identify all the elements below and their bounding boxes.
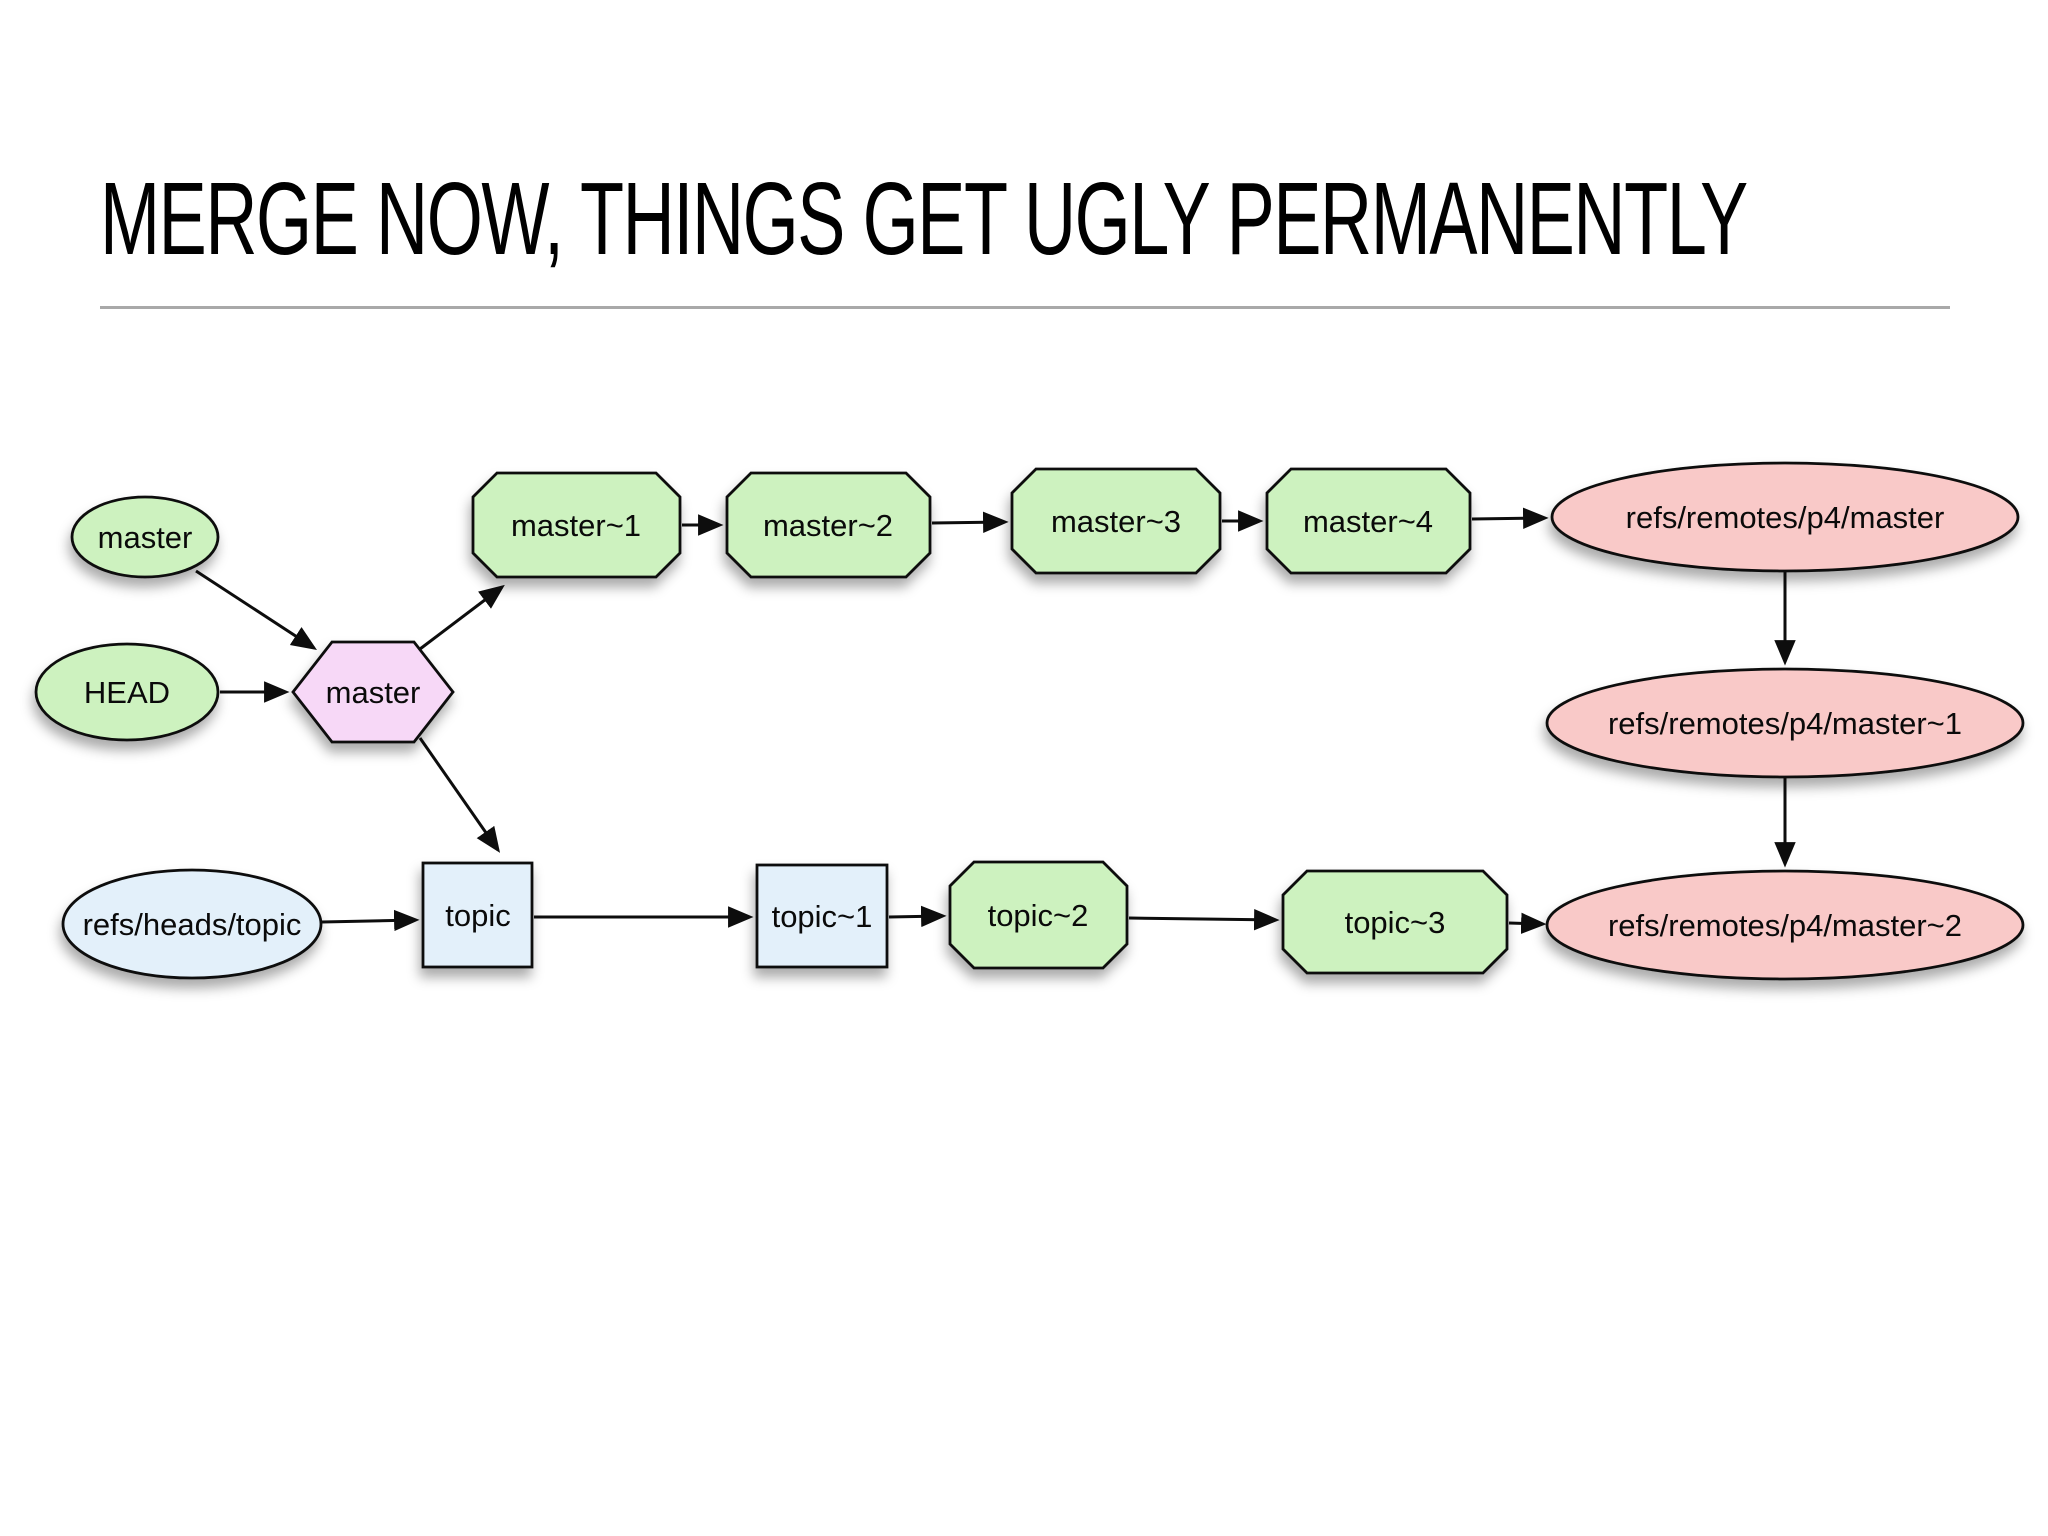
edge-topic-3-to-p4-master-2 <box>1508 912 1547 935</box>
node-master-3: master~3 <box>1010 467 1222 575</box>
node-head-ref: HEAD <box>34 642 220 742</box>
master-3-octagon <box>1010 467 1222 575</box>
node-master-4: master~4 <box>1265 467 1472 575</box>
node-topic-3: topic~3 <box>1281 869 1509 975</box>
edge-master-head-to-master-1 <box>419 584 505 651</box>
edge-topic-1-to-topic-2 <box>888 905 947 928</box>
node-master-2: master~2 <box>725 471 932 579</box>
node-refs-heads-topic: refs/heads/topic <box>61 868 323 980</box>
topic-box <box>421 861 534 969</box>
master-2-octagon <box>725 471 932 579</box>
edge-master-4-to-p4-master <box>1471 507 1549 530</box>
edge-topic-2-to-topic-3 <box>1128 908 1280 931</box>
node-master-ref: master <box>70 495 220 579</box>
p4-master-ellipse <box>1550 461 2020 573</box>
edges <box>195 507 1796 935</box>
topic-1-box <box>755 863 889 969</box>
edge-refs-heads-topic-to-topic <box>321 909 420 932</box>
topic-3-label: topic~3 <box>1345 905 1446 940</box>
node-topic-2: topic~2 <box>948 860 1129 970</box>
topic-2-octagon <box>948 860 1129 970</box>
master-4-octagon <box>1265 467 1472 575</box>
node-master-1: master~1 <box>471 471 682 579</box>
node-master-head: master <box>291 640 455 744</box>
p4-master-2-ellipse <box>1545 869 2025 981</box>
master-4-label: master~4 <box>1303 504 1433 539</box>
slide-title: MERGE NOW, THINGS GET UGLY PERMANENTLY <box>100 161 1748 276</box>
topic-2-label: topic~2 <box>988 898 1089 933</box>
master-ref-ellipse <box>70 495 220 579</box>
topic-1-label: topic~1 <box>772 899 873 934</box>
master-3-label: master~3 <box>1051 504 1181 539</box>
edge-master-2-to-master-3 <box>931 511 1009 534</box>
edge-master-head-to-topic <box>418 737 501 853</box>
head-ref-ellipse <box>34 642 220 742</box>
p4-master-2-label: refs/remotes/p4/master~2 <box>1608 908 1962 943</box>
master-head-label: master <box>326 675 421 710</box>
p4-master-label: refs/remotes/p4/master <box>1626 500 1945 535</box>
edge-master-ref-to-master-head <box>195 569 317 650</box>
node-p4-master: refs/remotes/p4/master <box>1550 461 2020 573</box>
topic-3-octagon <box>1281 869 1509 975</box>
master-head-hexagon <box>291 640 455 744</box>
master-2-label: master~2 <box>763 508 893 543</box>
refs-heads-topic-ellipse <box>61 868 323 980</box>
node-topic: topic <box>421 861 534 969</box>
master-1-label: master~1 <box>511 508 641 543</box>
master-ref-label: master <box>98 520 193 555</box>
refs-heads-topic-label: refs/heads/topic <box>83 907 302 942</box>
master-1-octagon <box>471 471 682 579</box>
node-topic-1: topic~1 <box>755 863 889 969</box>
p4-master-1-ellipse <box>1545 667 2025 779</box>
p4-master-1-label: refs/remotes/p4/master~1 <box>1608 706 1962 741</box>
node-p4-master-1: refs/remotes/p4/master~1 <box>1545 667 2025 779</box>
title-divider <box>100 306 1950 309</box>
node-p4-master-2: refs/remotes/p4/master~2 <box>1545 869 2025 981</box>
topic-label: topic <box>445 898 510 933</box>
head-ref-label: HEAD <box>84 675 170 710</box>
